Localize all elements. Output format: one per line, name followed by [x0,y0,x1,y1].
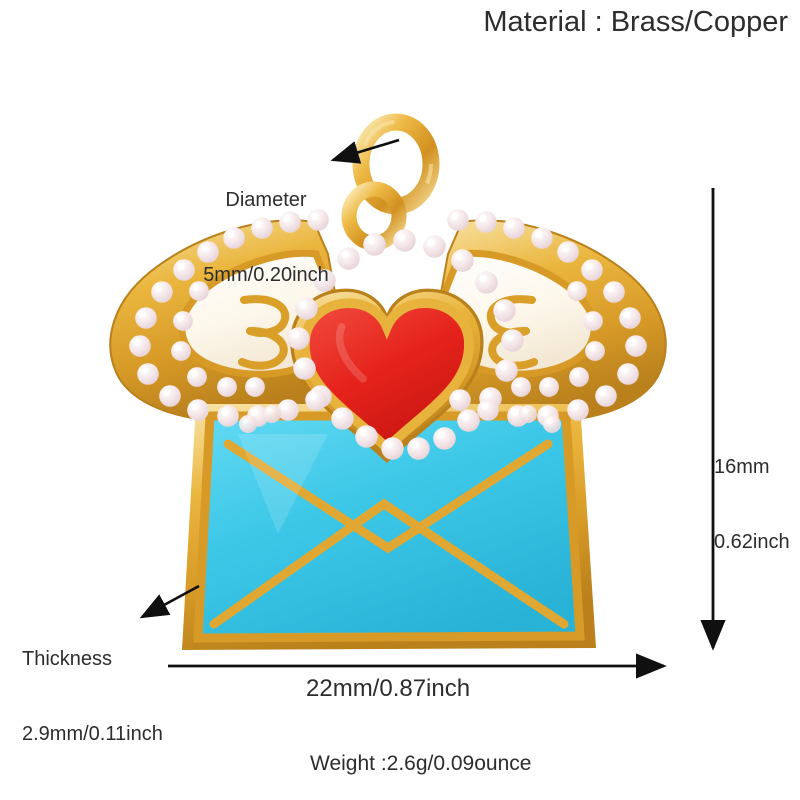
height-value-mm: 16mm [714,456,770,478]
wing-left [109,219,348,423]
diameter-annotation: Diameter 5mm/0.20inch [186,138,346,338]
weight-label: Weight :2.6g/0.09ounce [310,752,532,775]
charm-illustration [109,113,667,650]
thickness-title: Thickness [22,648,113,670]
thickness-value: 2.9mm/0.11inch [22,723,163,745]
diameter-title: Diameter [225,189,307,211]
material-label: Material : Brass/Copper [483,6,788,38]
width-annotation: 22mm/0.87inch [306,675,471,702]
thickness-annotation: Thickness 2.9mm/0.11inch [22,597,163,797]
height-annotation: 16mm 0.62inch [714,405,790,605]
envelope-body [182,404,596,650]
diameter-value: 5mm/0.20inch [203,264,329,286]
height-value-inch: 0.62inch [714,531,790,553]
